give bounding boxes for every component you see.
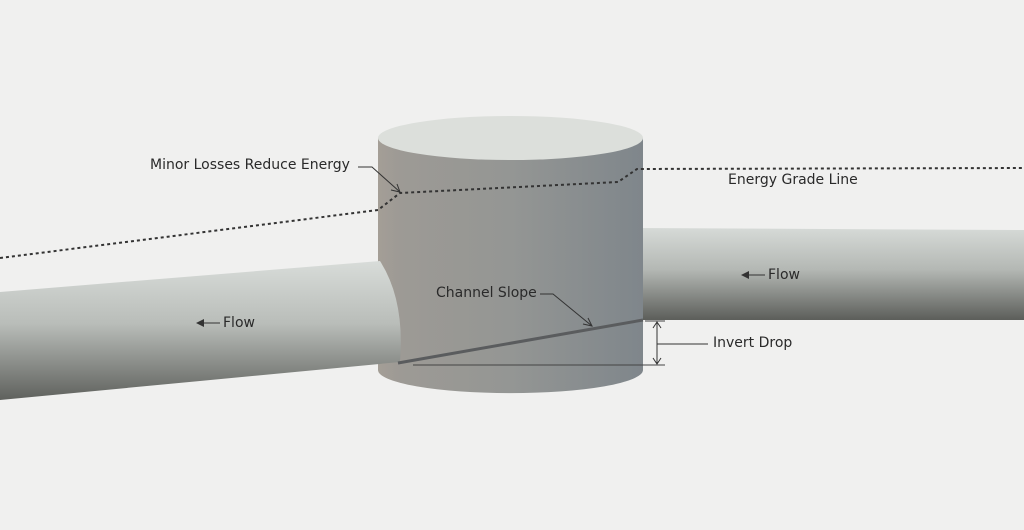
flow-arrow-right-icon xyxy=(741,271,765,279)
energy-grade-line-label: Energy Grade Line xyxy=(728,172,858,188)
channel-slope-leader xyxy=(540,293,593,327)
energy-grade-line xyxy=(0,167,1024,259)
inlet-pipe-left xyxy=(0,261,401,400)
flow-right-label: Flow xyxy=(768,267,800,283)
channel-slope-label: Channel Slope xyxy=(436,285,537,301)
outlet-pipe-right xyxy=(628,228,1024,320)
minor-losses-label: Minor Losses Reduce Energy xyxy=(150,157,350,173)
flow-arrow-left-icon xyxy=(196,319,220,327)
flow-left-label: Flow xyxy=(223,315,255,331)
channel-slope-line xyxy=(397,318,644,365)
minor-losses-leader xyxy=(358,166,401,193)
invert-drop-arrow xyxy=(652,321,708,365)
invert-drop-label: Invert Drop xyxy=(713,335,793,351)
manhole-top xyxy=(378,116,643,160)
manhole-body xyxy=(378,138,643,394)
